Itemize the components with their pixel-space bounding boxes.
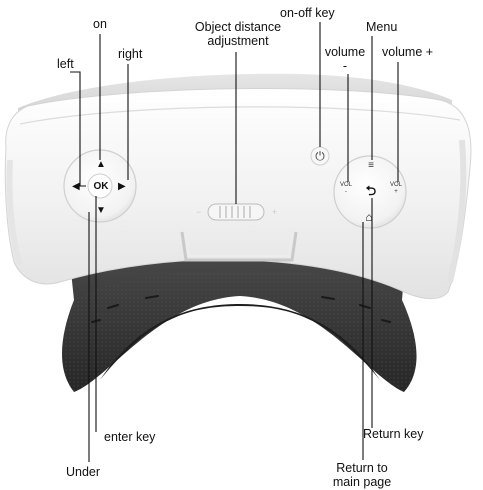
label-left: left [57,57,74,71]
label-right: right [118,47,143,61]
front-shell [4,88,472,299]
return-icon: ⮌ [365,183,377,198]
menu-icon: ≡ [368,160,374,171]
dpad-right-arrow-icon: ▶ [118,181,126,192]
label-volume-plus: volume + [382,45,434,59]
label-enter-key: enter key [104,430,156,444]
vol-minus-label: VOL - [339,182,353,195]
label-on-off-key: on-off key [280,6,335,20]
leader-lines [70,22,399,462]
home-icon: ⌂ [365,210,373,224]
label-object-distance: Object distance adjustment [194,20,282,48]
dpad-down-arrow-icon: ▼ [96,205,106,216]
svg-text:−: − [196,207,201,217]
power-icon: ⏻ [315,149,325,163]
dpad [63,149,137,223]
label-volume-minus: volume - [324,45,366,73]
ok-button-label: OK [93,181,109,192]
nose-bracket [180,231,298,262]
top-band [18,73,452,124]
label-menu: Menu [366,20,398,34]
label-on: on [93,17,107,31]
right-button-cluster [333,155,407,229]
label-return-main-page: Return to main page [332,461,392,489]
dpad-up-arrow-icon: ▲ [96,159,106,170]
svg-text:+: + [272,207,277,217]
label-return-key: Return key [363,427,424,441]
vol-plus-label: VOL + [389,182,403,195]
label-under: Under [66,465,101,479]
face-cushion-texture [62,270,417,392]
dpad-left-arrow-icon: ◀ [72,181,80,192]
